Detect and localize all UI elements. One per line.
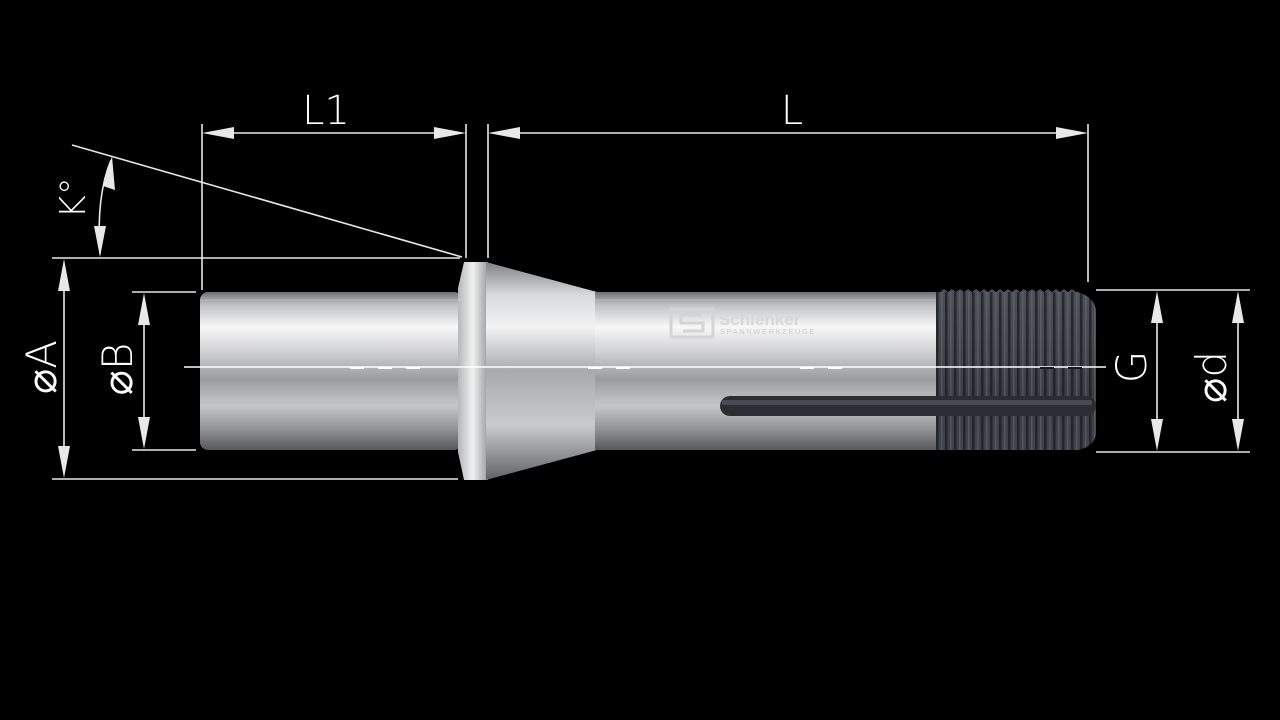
label-a: ⌀A <box>17 340 66 394</box>
label-l: L <box>781 88 803 134</box>
collet-body <box>200 262 1096 480</box>
dimension-l1: L1 <box>201 88 467 290</box>
label-b: ⌀B <box>93 343 142 396</box>
dimension-d: ⌀d <box>1187 291 1244 451</box>
brand-logo: Schlenker SPANNWERKZEUGE <box>669 307 816 339</box>
shank-b <box>200 292 462 450</box>
front-body <box>595 292 937 450</box>
dimension-l: L <box>487 88 1089 282</box>
dimension-b: ⌀B <box>93 291 196 451</box>
collet-slot <box>720 396 1096 416</box>
brand-name: Schlenker <box>719 310 801 329</box>
schlenker-logo-icon <box>669 307 715 339</box>
center-line <box>184 366 1106 369</box>
collar-ring <box>458 262 488 480</box>
dimension-a: ⌀A <box>17 259 458 480</box>
label-d: ⌀d <box>1187 351 1236 403</box>
label-k: K° <box>53 177 94 219</box>
label-l1: L1 <box>302 88 350 134</box>
label-g: G <box>1107 351 1156 384</box>
thread-teeth-top <box>940 289 1076 292</box>
dimension-k-angle: K° <box>52 144 463 259</box>
cone-section <box>486 262 597 480</box>
brand-tagline: SPANNWERKZEUGE <box>720 327 816 336</box>
dimension-g: G <box>1096 289 1250 453</box>
thread-section <box>936 292 1096 450</box>
